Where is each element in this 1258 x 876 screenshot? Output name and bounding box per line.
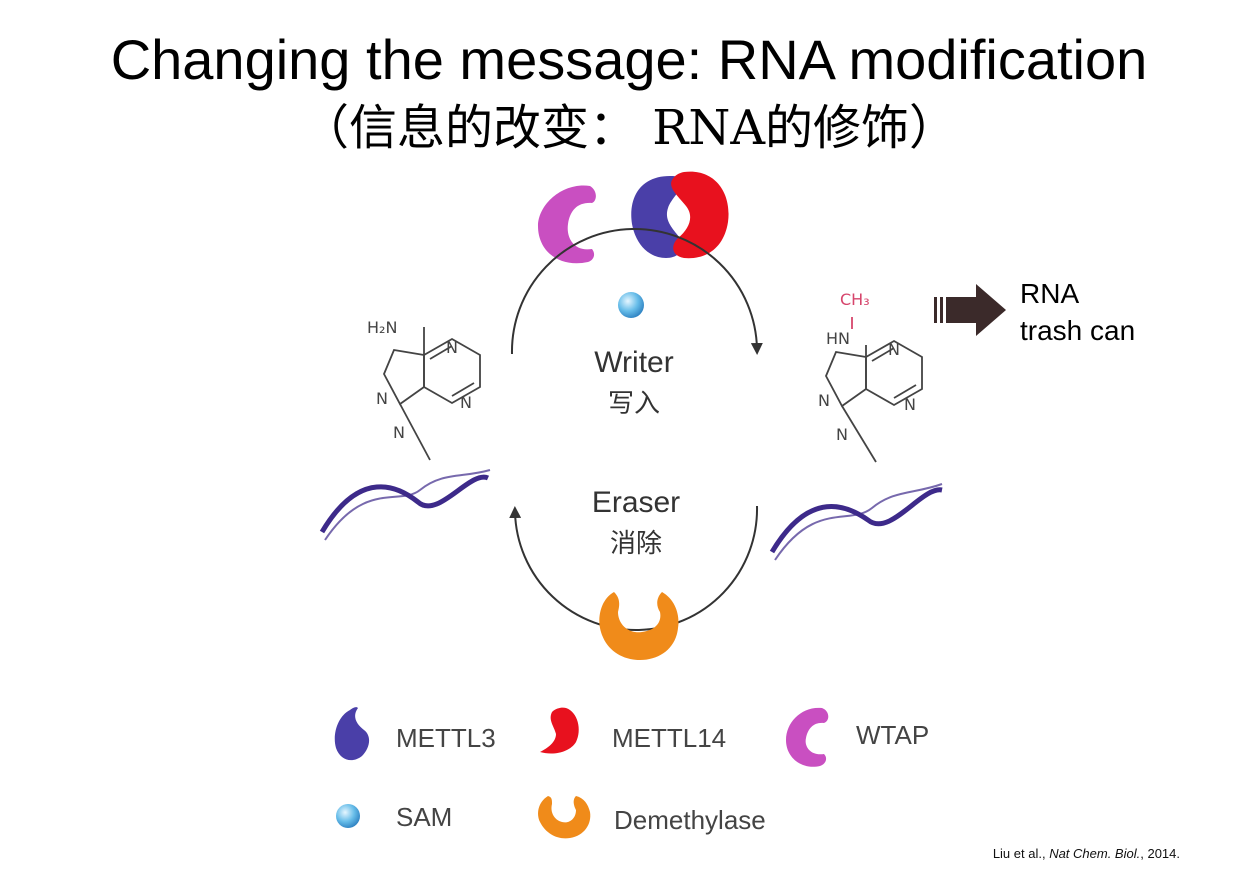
wtap-protein-icon (538, 185, 596, 264)
adenine-methylated-structure (825, 339, 923, 463)
page-title: Changing the message: RNA modification (110, 28, 1148, 91)
writer-arc (510, 228, 763, 355)
citation-year: , 2014. (1140, 846, 1180, 861)
legend-mettl14-icon (540, 707, 579, 754)
legend-mettl3-icon (334, 707, 370, 761)
legend-sam-icon (336, 804, 360, 828)
citation-authors: Liu et al., (992, 846, 1050, 861)
adenine-n-label: N (446, 338, 458, 357)
outcome-label-line2: trash can (1020, 315, 1135, 346)
eraser-arc (509, 505, 759, 631)
legend: METTL3 METTL14 WTAP SAM Demethylase (334, 707, 929, 839)
rna-strand-left (319, 469, 491, 541)
legend-sam-label: SAM (396, 802, 452, 832)
legend-demethylase-icon (538, 796, 591, 839)
citation-journal: Nat Chem. Biol. (1049, 846, 1141, 861)
writer-label: Writer (594, 346, 673, 379)
adenine-n-label: N (818, 391, 830, 410)
amine-group-label: H₂N (367, 318, 397, 337)
methylamine-label: HN (826, 329, 850, 348)
eraser-label: Eraser (592, 486, 680, 519)
mettl3-mettl14-complex-icon (631, 171, 729, 259)
legend-demethylase-label: Demethylase (614, 805, 766, 835)
legend-mettl3-label: METTL3 (396, 723, 496, 753)
writer-eraser-cycle (509, 228, 763, 631)
legend-wtap-icon (786, 707, 829, 767)
adenine-n-label: N (376, 389, 388, 408)
citation: Liu et al., Nat Chem. Biol., 2014. (993, 846, 1180, 861)
methyl-group-label: CH₃ (840, 290, 870, 309)
adenine-n-label: N (393, 423, 405, 442)
rna-strand-right (769, 483, 943, 561)
adenine-unmodified-structure (383, 327, 481, 461)
adenine-n-label: N (888, 340, 900, 359)
degradation-arrow-icon (934, 284, 1006, 336)
adenine-n-label: N (904, 395, 916, 414)
adenine-n-label: N (460, 393, 472, 412)
sam-molecule-icon (618, 292, 644, 318)
writer-label-zh: 写入 (608, 389, 660, 419)
demethylase-enzyme-icon (599, 592, 679, 660)
adenine-n-label: N (836, 425, 848, 444)
outcome-label-line1: RNA (1020, 278, 1079, 309)
legend-wtap-label: WTAP (856, 720, 929, 750)
legend-mettl14-label: METTL14 (612, 723, 726, 753)
eraser-label-zh: 消除 (610, 529, 662, 559)
page-subtitle: （信息的改变： RNA的修饰） (300, 100, 958, 156)
